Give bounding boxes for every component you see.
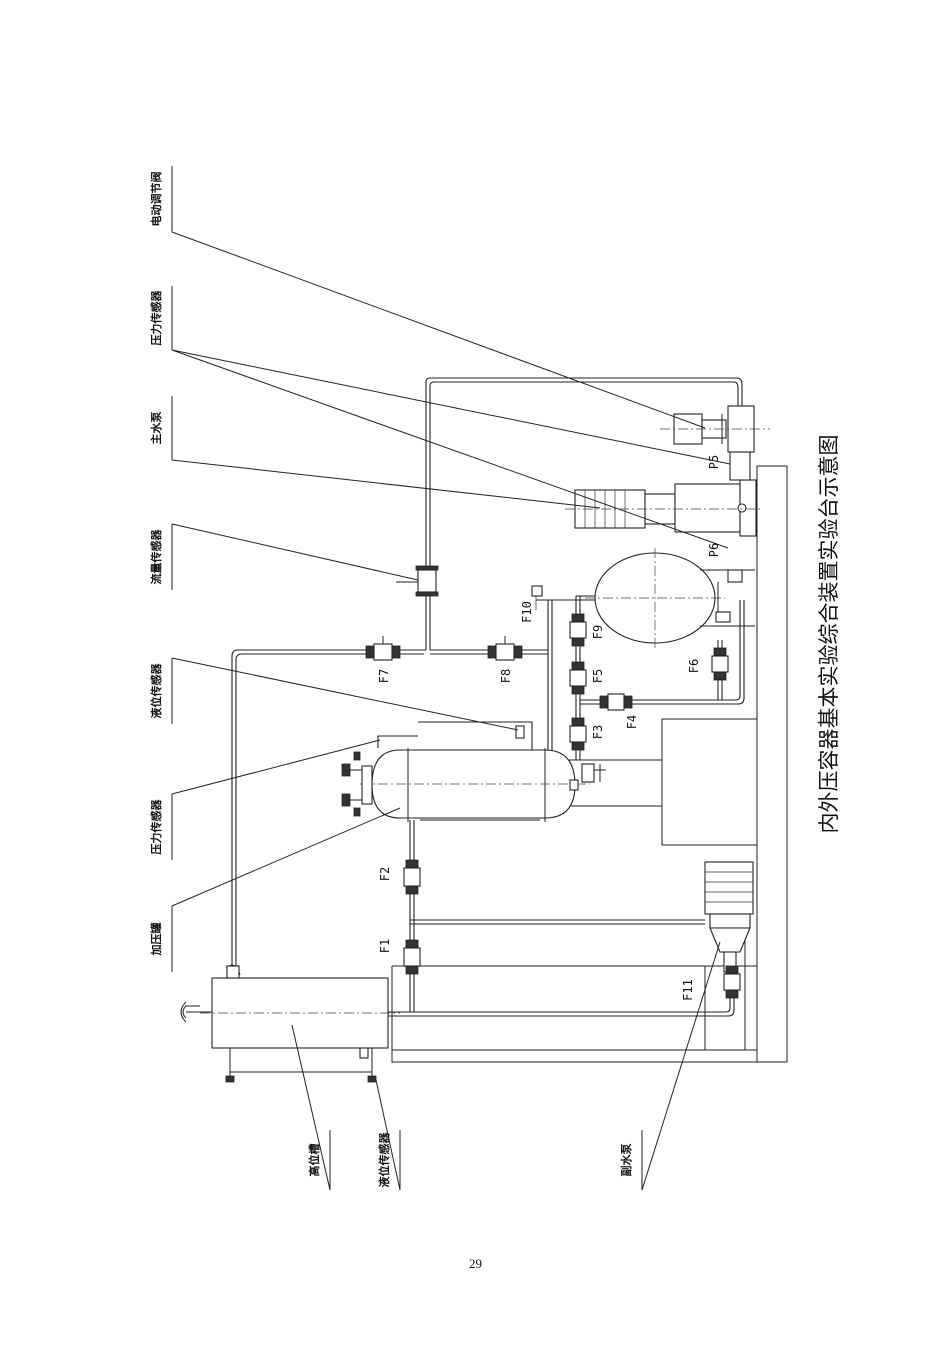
label-electric-valve: 电动调节阀	[149, 172, 163, 227]
component-codes: P5 P6 F10 F9 F5 F4 F3 F6 F7 F8 F2 F1 F11	[377, 455, 721, 1001]
valve-f4	[599, 693, 633, 711]
label-pressure-sensor-mid: 压力传感器	[149, 799, 163, 855]
label-aux-pump: 副水泵	[619, 1144, 633, 1177]
valve-f3	[569, 717, 587, 751]
main-pump	[565, 406, 760, 537]
piping	[231, 377, 745, 1017]
label-main-pump: 主水泵	[149, 412, 163, 445]
code-f8: F8	[499, 669, 513, 683]
diagram-title: 内外压容器基本实验综合装置实验台示意图	[817, 435, 841, 834]
label-pressure-tank: 加压罐	[149, 923, 163, 957]
valve-f8	[487, 636, 523, 661]
leader-lines	[171, 166, 731, 1191]
aux-pump	[704, 861, 754, 973]
valve-f6	[711, 647, 729, 681]
label-pressure-sensor-top: 压力传感器	[149, 290, 163, 346]
label-high-tank: 高位槽	[307, 1144, 321, 1177]
label-flow-sensor: 流量传感器	[149, 529, 163, 585]
code-p5: P5	[707, 455, 721, 469]
valve-f10	[531, 585, 543, 597]
code-f4: F4	[625, 715, 639, 729]
sphere-vessel	[585, 548, 755, 648]
code-f10: F10	[520, 601, 534, 623]
base-frame	[391, 465, 788, 1063]
valve-f2	[403, 859, 421, 895]
electric-valve	[660, 405, 770, 453]
valve-f11	[723, 965, 741, 999]
code-f6: F6	[687, 659, 701, 673]
pressure-tank	[341, 725, 606, 822]
component-labels: 电动调节阀 压力传感器 主水泵 流量传感器 液位传感器 压力传感器 加压罐 高位…	[149, 172, 633, 1188]
valve-f7	[365, 636, 401, 661]
page-number: 29	[469, 1256, 482, 1271]
code-f1: F1	[378, 939, 392, 953]
code-f5: F5	[591, 669, 605, 683]
valves	[365, 585, 741, 999]
code-f9: F9	[591, 625, 605, 639]
valve-f9	[569, 613, 587, 647]
code-f7: F7	[377, 669, 391, 683]
flow-sensor-device	[415, 565, 439, 597]
code-f2: F2	[378, 867, 392, 881]
valve-f5	[569, 661, 587, 695]
high-tank	[180, 964, 400, 1083]
code-p6: P6	[707, 543, 721, 557]
code-f11: F11	[681, 979, 695, 1001]
label-level-sensor-top: 液位传感器	[149, 663, 163, 719]
label-level-sensor-bottom: 液位传感器	[377, 1132, 391, 1188]
valve-f1	[403, 939, 421, 975]
code-f3: F3	[591, 725, 605, 739]
